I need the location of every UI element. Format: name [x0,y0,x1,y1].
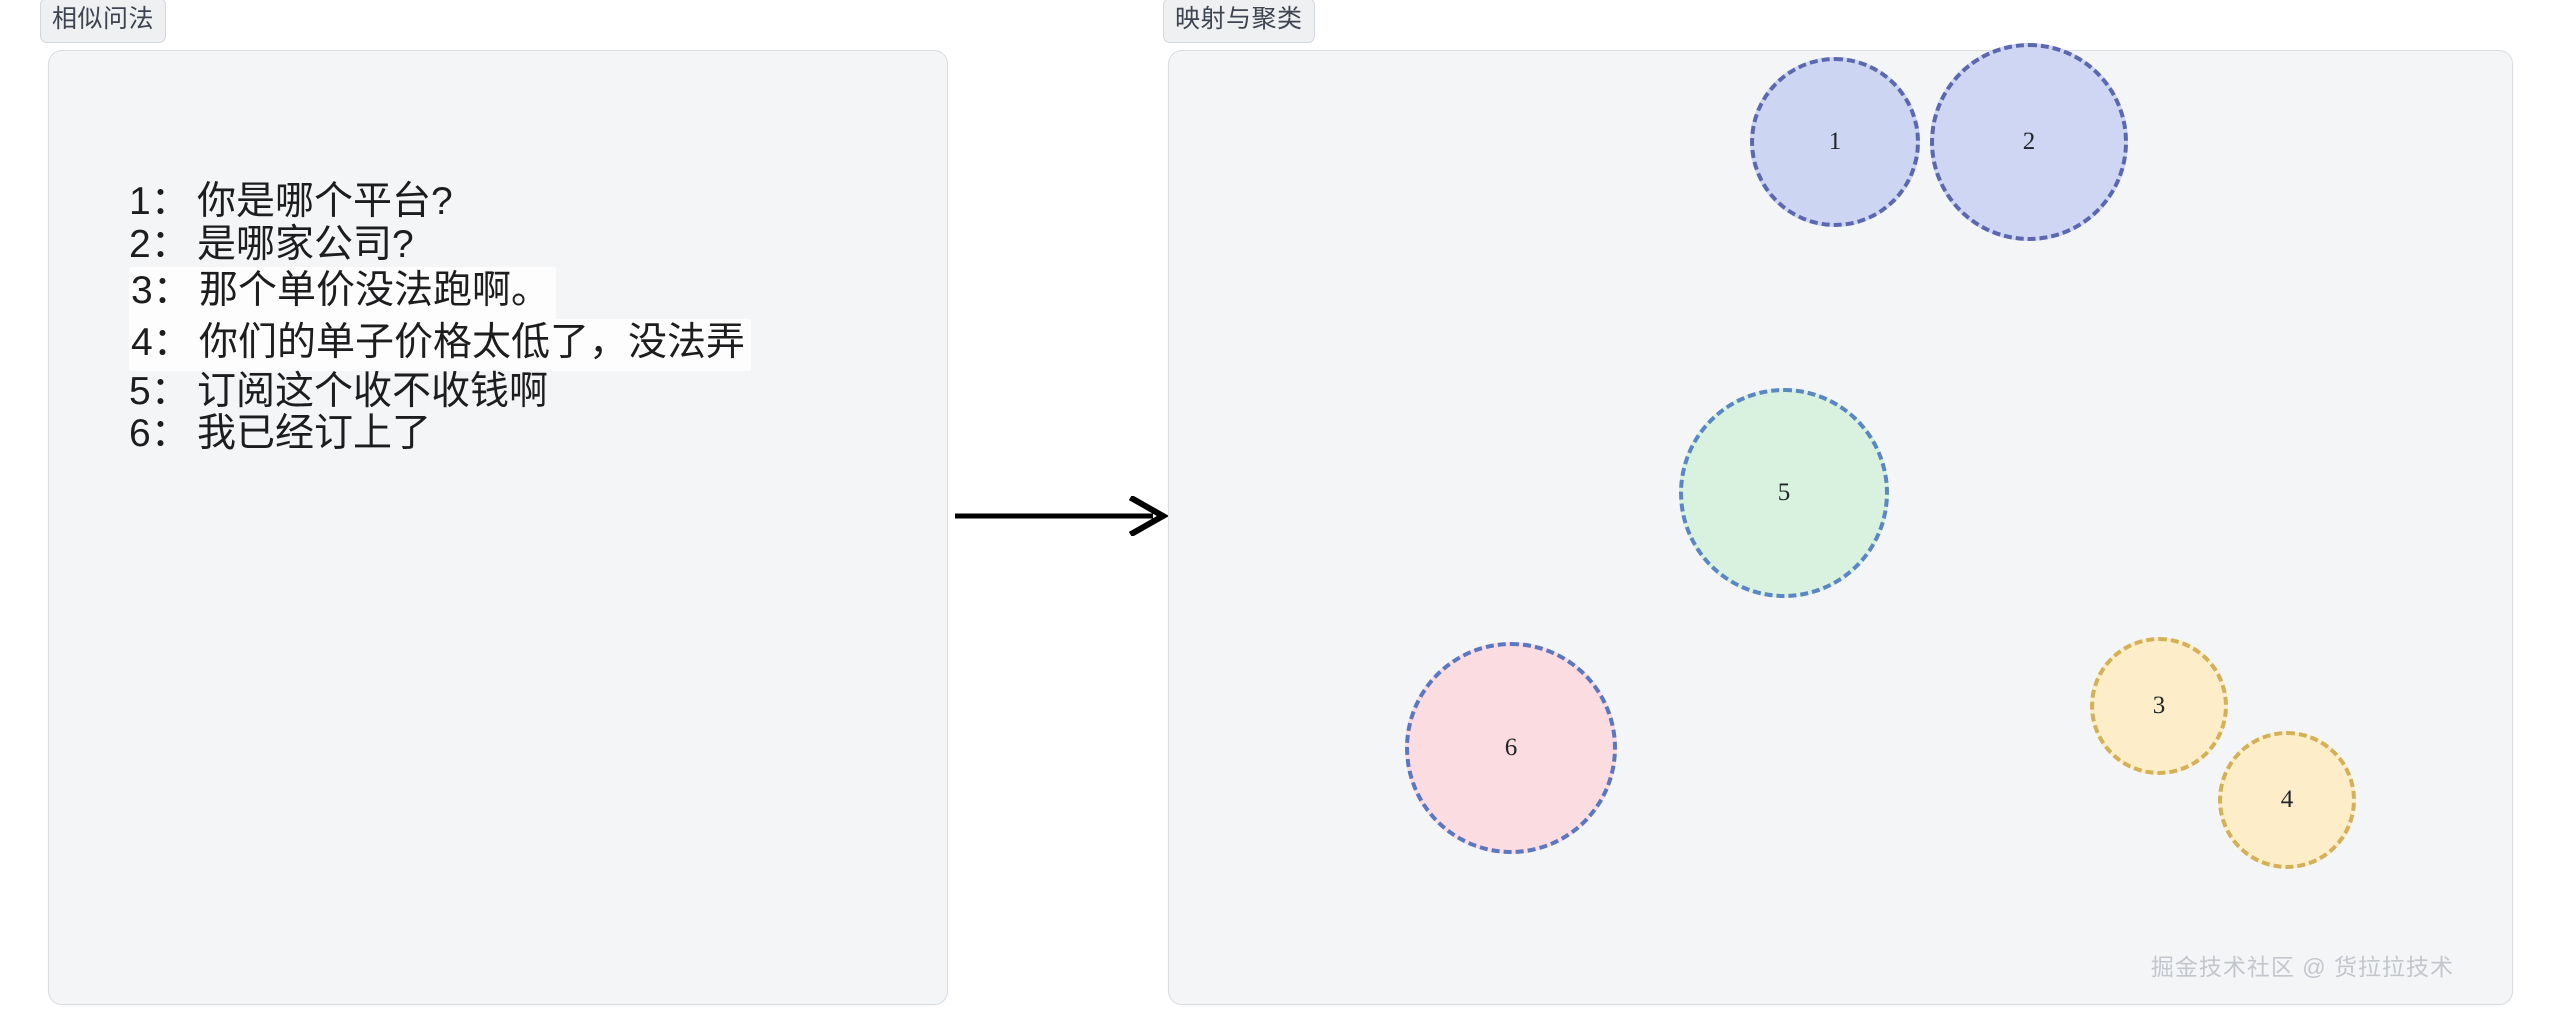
cluster-circle: 6 [1405,642,1617,854]
question-text: 你们的单子价格太低了，没法弄 [199,320,746,364]
question-item: 5：订阅这个收不收钱啊 [129,369,549,414]
tag-mapping-clustering: 映射与聚类 [1163,0,1315,43]
cluster-circle: 1 [1750,57,1920,227]
tag-similar-questions: 相似问法 [40,0,167,43]
arrow-right-icon [955,494,1170,538]
question-index: 3： [131,268,192,312]
question-item: 4：你们的单子价格太低了，没法弄 [129,318,752,371]
question-list: 1：你是哪个平台?2：是哪家公司?3：那个单价没法跑啊。4：你们的单子价格太低了… [129,180,889,456]
cluster-label: 3 [2152,692,2166,719]
cluster-label: 2 [2022,128,2036,155]
question-index: 6： [129,412,190,456]
question-index: 1： [129,180,190,223]
cluster-circle: 4 [2218,731,2356,869]
question-text: 订阅这个收不收钱啊 [197,369,549,413]
cluster-circle: 2 [1930,43,2128,241]
cluster-label: 6 [1504,734,1518,761]
cluster-label: 4 [2280,786,2294,813]
cluster-label: 1 [1828,128,1842,155]
question-item: 3：那个单价没法跑啊。 [129,266,557,319]
question-index: 5： [129,369,190,413]
similar-questions-panel: 1：你是哪个平台?2：是哪家公司?3：那个单价没法跑啊。4：你们的单子价格太低了… [48,50,948,1005]
transform-arrow [955,494,1170,538]
question-text: 我已经订上了 [197,412,432,456]
question-index: 4： [131,320,192,364]
cluster-label: 5 [1777,479,1791,506]
question-item: 2：是哪家公司? [129,222,414,267]
question-text: 那个单价没法跑啊。 [199,268,551,312]
question-text: 你是哪个平台? [197,180,453,223]
question-item: 6：我已经订上了 [129,413,431,456]
cluster-circle: 5 [1679,388,1889,598]
question-index: 2： [129,222,190,266]
watermark: 掘金技术社区 @ 货拉拉技术 [2150,954,2454,980]
cluster-circle: 3 [2090,637,2228,775]
question-text: 是哪家公司? [197,222,414,266]
question-item: 1：你是哪个平台? [129,180,453,224]
